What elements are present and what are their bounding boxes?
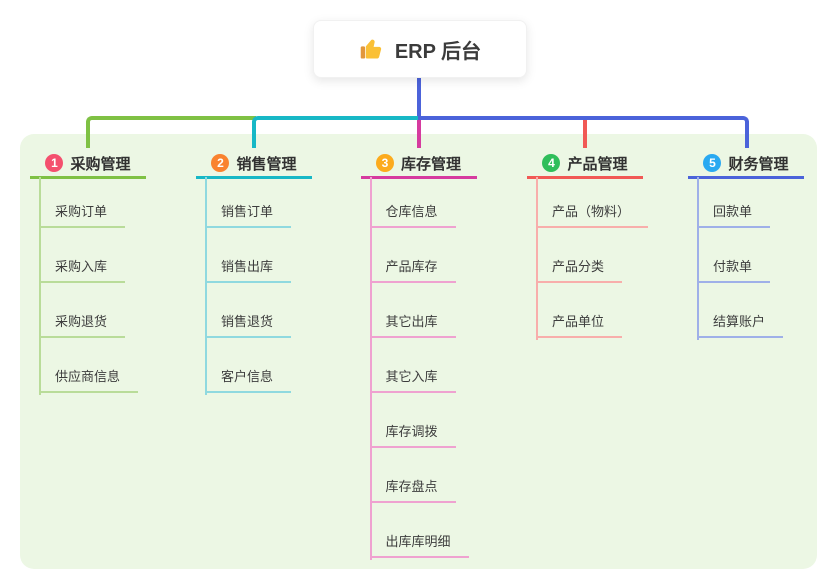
branch-2-spine: [205, 177, 207, 395]
branch-3: 3 库存管理仓库信息产品库存其它出库其它入库库存调拨库存盘点出库库明细: [360, 150, 477, 560]
child-node[interactable]: 仓库信息: [371, 173, 456, 228]
child-node[interactable]: 其它入库: [371, 338, 456, 393]
child-node[interactable]: 客户信息: [207, 338, 292, 393]
branch-3-header[interactable]: 3 库存管理: [360, 150, 477, 179]
child-node[interactable]: 采购订单: [41, 173, 126, 228]
connector-branch-3: [416, 120, 421, 148]
child-node[interactable]: 回款单: [699, 173, 771, 228]
child-node[interactable]: 其它出库: [371, 283, 456, 338]
branch-3-badge: 3: [375, 154, 394, 172]
child-node[interactable]: 产品单位: [538, 283, 623, 338]
child-node[interactable]: 付款单: [699, 228, 771, 283]
branch-4-spine: [536, 177, 538, 340]
branch-title: 销售管理: [236, 155, 297, 173]
child-node[interactable]: 库存调拨: [371, 393, 456, 448]
child-node[interactable]: 产品库存: [371, 228, 456, 283]
thumbs-up-icon: [359, 36, 385, 62]
branch-5-header[interactable]: 5 财务管理: [688, 150, 804, 179]
branch-4-children: 产品（物料）产品分类产品单位: [538, 173, 649, 338]
branch-3-children: 仓库信息产品库存其它出库其它入库库存调拨库存盘点出库库明细: [371, 173, 469, 558]
branch-1-children: 采购订单采购入库采购退货供应商信息: [41, 173, 139, 393]
branch-1-spine: [39, 177, 41, 395]
connector-branch-5: [418, 116, 749, 148]
child-node[interactable]: 销售订单: [207, 173, 292, 228]
branch-5: 5 财务管理回款单付款单结算账户: [688, 150, 804, 340]
mindmap-panel: [20, 134, 817, 569]
branch-1-badge: 1: [45, 154, 64, 172]
root-title: ERP 后台: [394, 40, 482, 63]
branch-5-badge: 5: [703, 154, 722, 172]
child-node[interactable]: 采购入库: [41, 228, 126, 283]
branch-3-spine: [369, 177, 372, 560]
branch-4: 4 产品管理产品（物料）产品分类产品单位: [527, 150, 649, 340]
child-node[interactable]: 供应商信息: [41, 338, 139, 393]
child-node[interactable]: 出库库明细: [371, 503, 469, 558]
trunk-line: [416, 78, 421, 116]
branch-title: 产品管理: [567, 155, 628, 173]
branch-5-children: 回款单付款单结算账户: [699, 173, 784, 338]
branch-title: 采购管理: [70, 155, 131, 173]
branch-2-header[interactable]: 2 销售管理: [196, 150, 312, 179]
branch-title: 库存管理: [400, 155, 461, 173]
branch-2-badge: 2: [211, 154, 230, 172]
connector-branch-4: [583, 120, 587, 148]
child-node[interactable]: 产品分类: [538, 228, 623, 283]
child-node[interactable]: 产品（物料）: [538, 173, 649, 228]
connector-branch-2: [252, 116, 419, 148]
root-node[interactable]: ERP 后台: [313, 20, 527, 78]
branch-5-spine: [697, 177, 699, 340]
branch-2-children: 销售订单销售出库销售退货客户信息: [207, 173, 292, 393]
child-node[interactable]: 结算账户: [699, 283, 784, 338]
child-node[interactable]: 采购退货: [41, 283, 126, 338]
branch-4-badge: 4: [542, 154, 561, 172]
child-node[interactable]: 销售退货: [207, 283, 292, 338]
branch-title: 财务管理: [728, 155, 789, 173]
branch-1-header[interactable]: 1 采购管理: [30, 150, 146, 179]
connector-branch-1: [86, 116, 256, 148]
branch-1: 1 采购管理采购订单采购入库采购退货供应商信息: [30, 150, 146, 395]
child-node[interactable]: 销售出库: [207, 228, 292, 283]
branch-2: 2 销售管理销售订单销售出库销售退货客户信息: [196, 150, 312, 395]
child-node[interactable]: 库存盘点: [371, 448, 456, 503]
branch-4-header[interactable]: 4 产品管理: [527, 150, 643, 179]
